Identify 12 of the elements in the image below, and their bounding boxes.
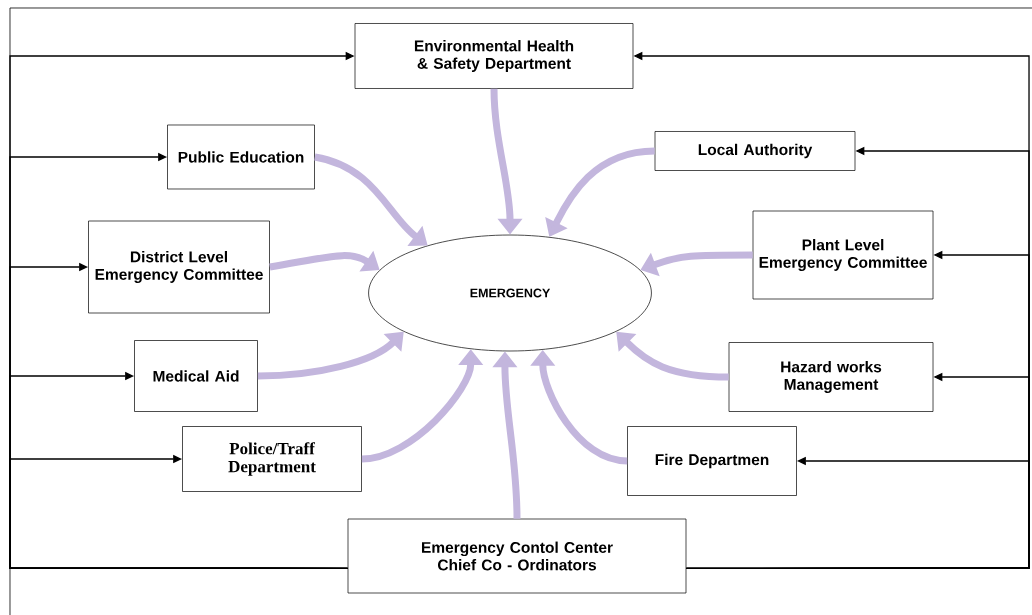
curved-arrow: [314, 153, 428, 246]
department-box: Emergency Contol Center Chief Co - Ordinators: [347, 518, 687, 594]
department-box: Environmental Health & Safety Department: [354, 23, 634, 89]
department-box: Local Authority: [654, 131, 856, 171]
department-box: Medical Aid: [134, 340, 258, 412]
department-box: Police/Traff Department: [182, 426, 362, 492]
department-box: District Level Emergency Committee: [88, 220, 270, 314]
department-box: Fire Departmen: [627, 426, 797, 496]
department-box: Plant Level Emergency Committee: [752, 210, 934, 300]
connector-arrow: [9, 454, 349, 569]
department-box: Hazard works Management: [728, 342, 934, 412]
department-box: Public Education: [167, 124, 315, 190]
